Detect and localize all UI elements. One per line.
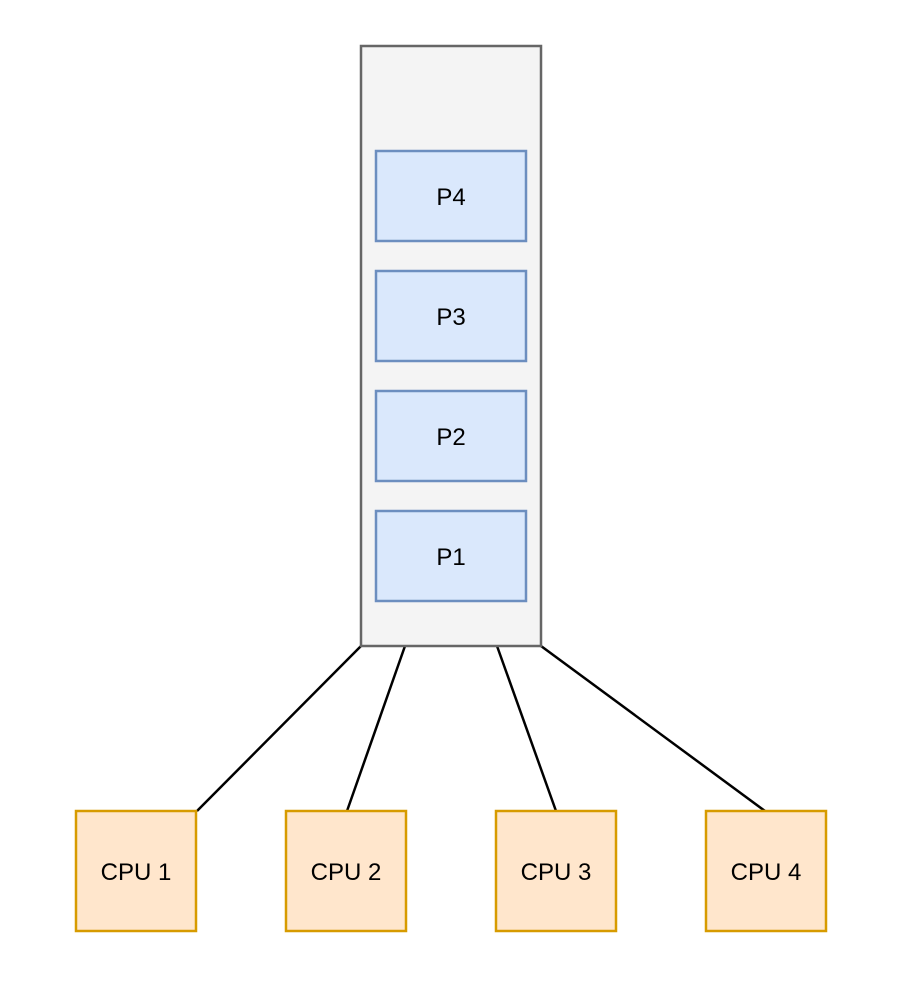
cpu-label: CPU 2	[311, 859, 382, 886]
cpu-label: CPU 4	[731, 859, 802, 886]
cpu-3[interactable]: CPU 3	[494, 809, 618, 933]
cpu-1[interactable]: CPU 1	[74, 809, 198, 933]
cpu-2[interactable]: CPU 2	[284, 809, 408, 933]
edge-queue-cpu2	[345, 645, 407, 812]
cpu-box	[494, 809, 618, 933]
process-box	[374, 149, 528, 243]
cpu-4[interactable]: CPU 4	[704, 809, 828, 933]
process-box	[374, 269, 528, 363]
cpu-box	[284, 809, 408, 933]
cpu-label: CPU 3	[521, 859, 592, 886]
process-p1[interactable]: P1	[374, 509, 528, 603]
process-label: P2	[436, 424, 465, 451]
cpu-label: CPU 1	[101, 859, 172, 886]
process-box	[374, 509, 528, 603]
process-p2[interactable]: P2	[374, 389, 528, 483]
process-label: P3	[436, 304, 465, 331]
process-box	[374, 389, 528, 483]
cpu-box	[74, 809, 198, 933]
edge-queue-cpu4	[540, 644, 766, 813]
process-label: P4	[436, 184, 465, 211]
cpu-box	[704, 809, 828, 933]
process-label: P1	[436, 544, 465, 571]
edge-queue-cpu3	[495, 645, 558, 812]
process-p4[interactable]: P4	[374, 149, 528, 243]
process-p3[interactable]: P3	[374, 269, 528, 363]
edge-queue-cpu1	[196, 645, 362, 812]
